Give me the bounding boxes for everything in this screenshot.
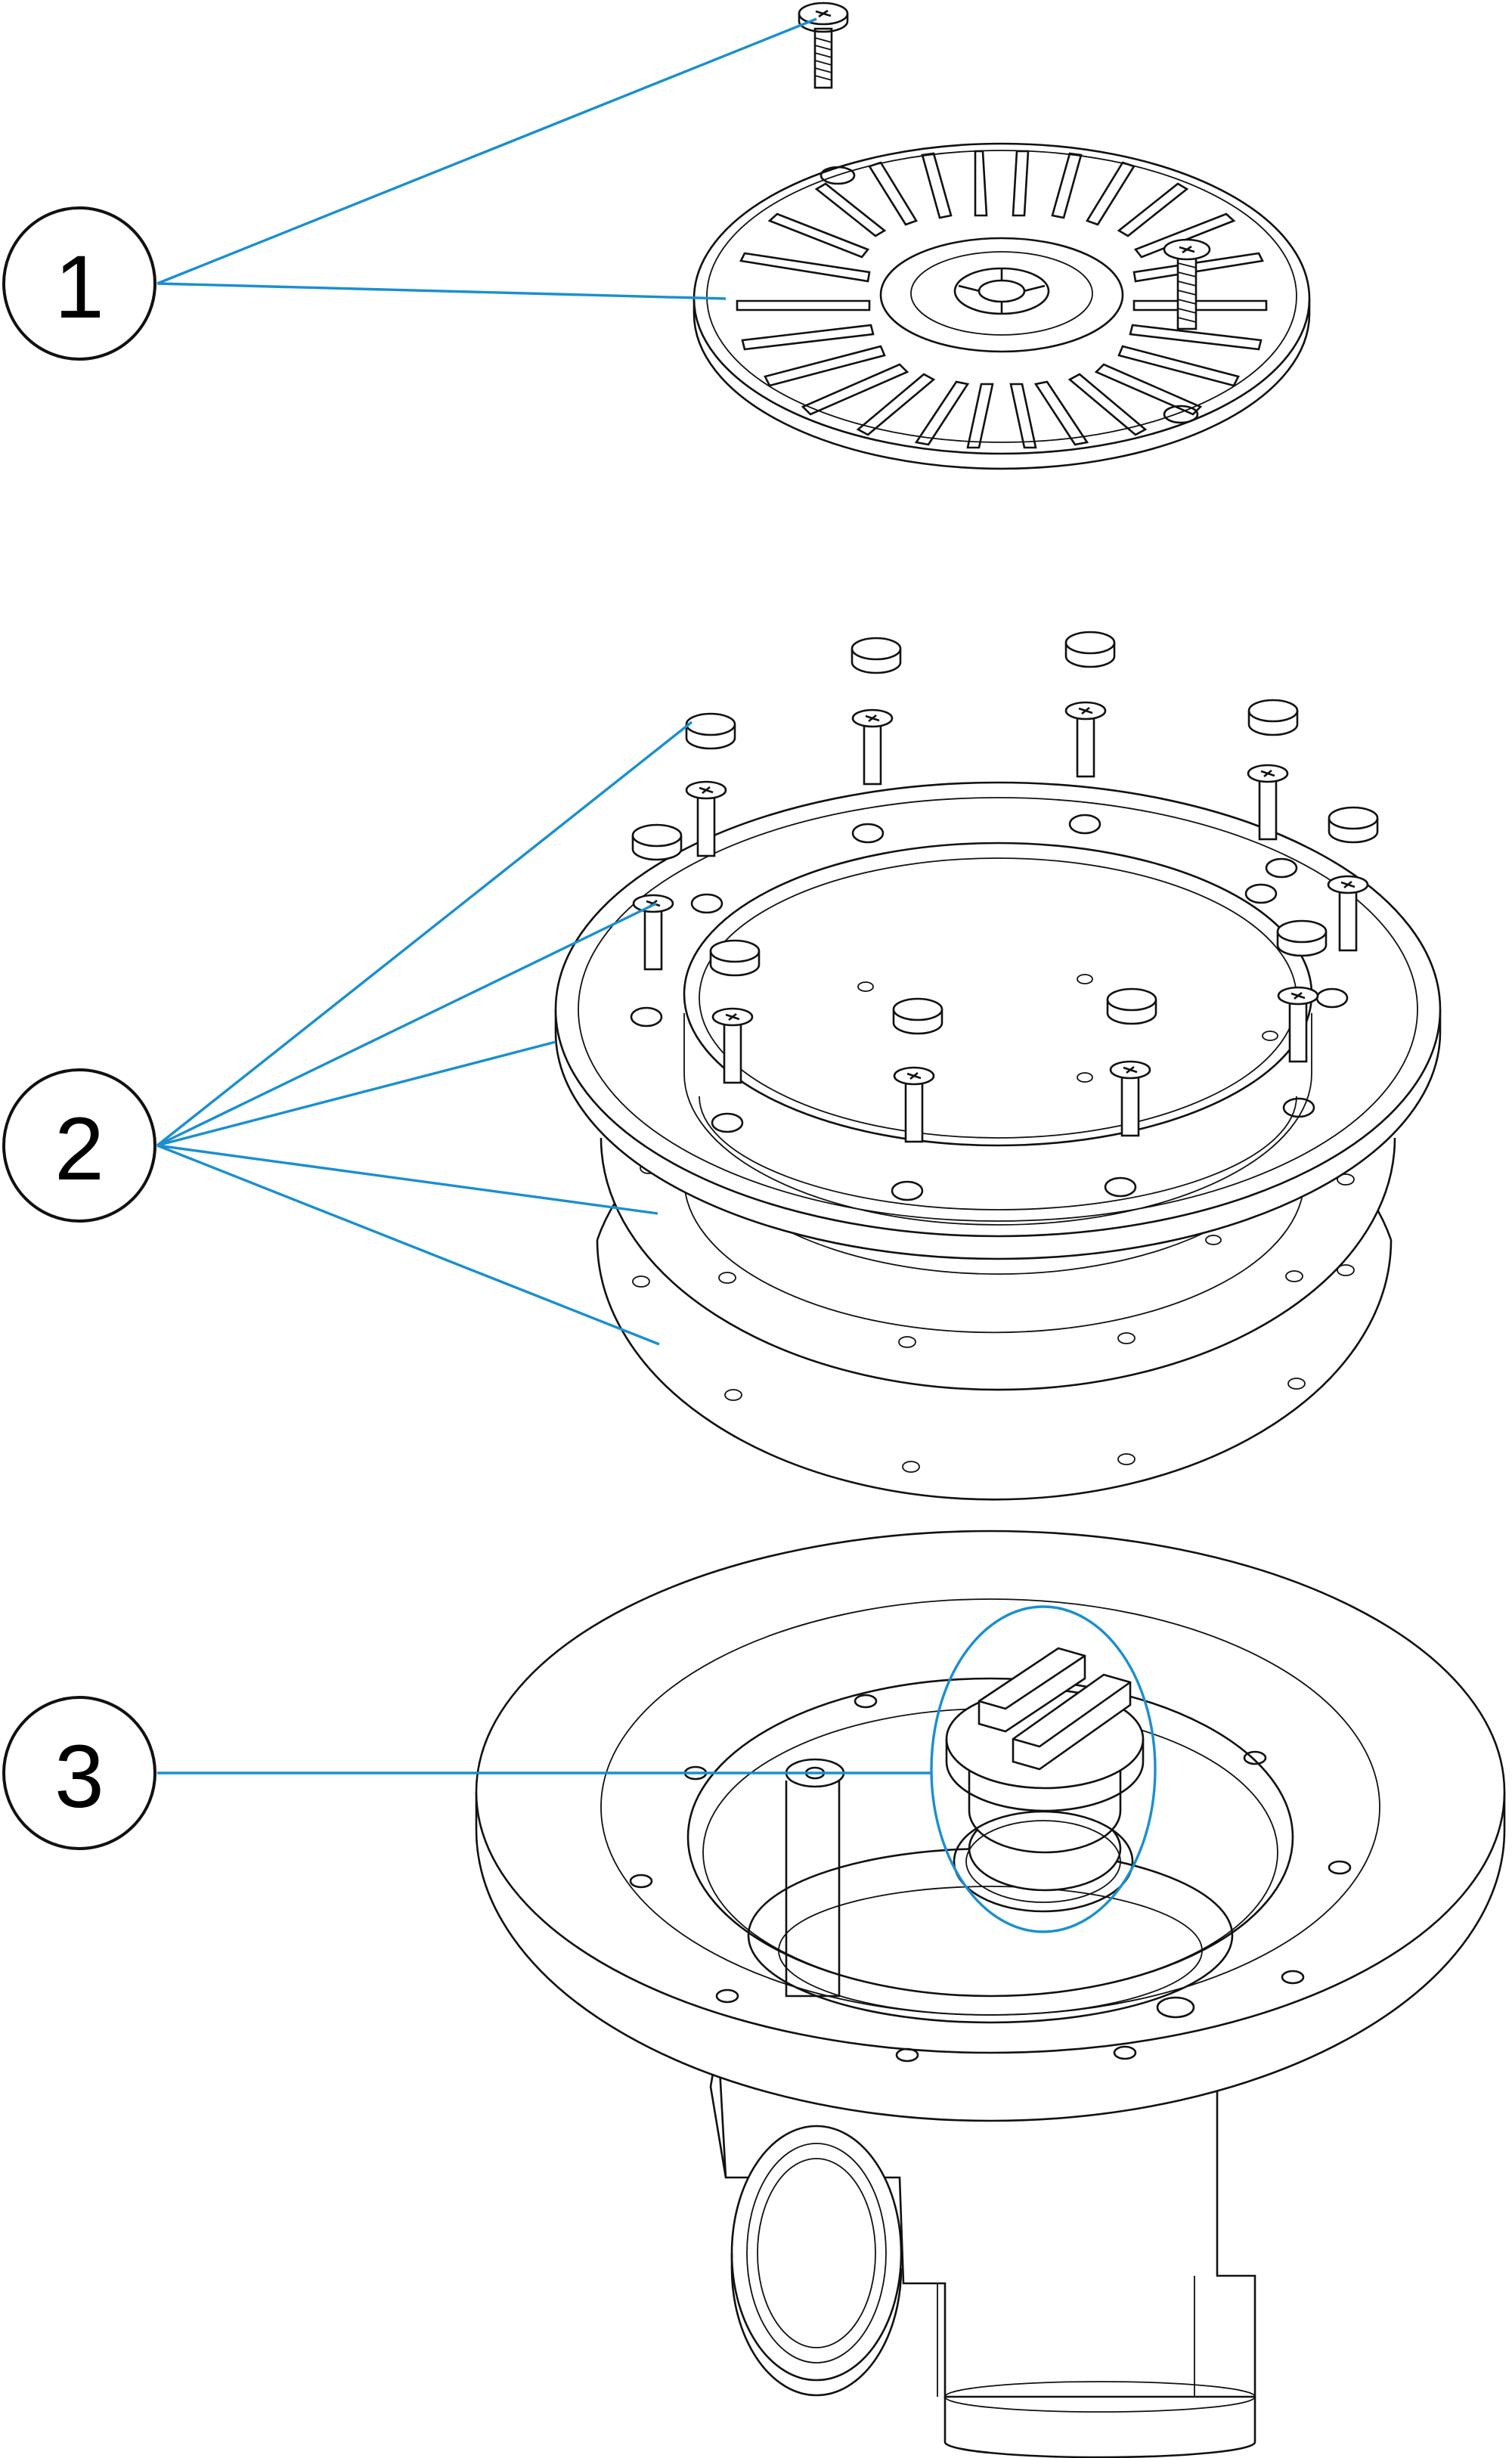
screw-icon	[632, 894, 674, 971]
screw-icon	[1109, 1060, 1151, 1137]
cap-icon	[850, 637, 902, 674]
screw-icon	[1064, 701, 1107, 778]
cap-icon	[631, 823, 683, 861]
screw-icon	[893, 1066, 935, 1143]
screw-icon	[1327, 875, 1369, 952]
plug-highlight-ellipse	[930, 1605, 1157, 1933]
leader-1b	[156, 282, 727, 300]
screw-icon	[851, 708, 894, 786]
drain-body-assembly	[475, 1530, 1506, 2458]
cap-icon	[685, 712, 736, 750]
leader-2a	[156, 721, 693, 1147]
drain-plug-icon	[945, 1647, 1145, 1913]
leader-2d	[156, 1144, 658, 1215]
grate-screw-icon	[1163, 238, 1211, 330]
callout-1-label: 1	[54, 237, 104, 337]
grate-plate-icon	[692, 142, 1311, 470]
cap-icon	[1328, 806, 1379, 844]
callout-3: 3	[2, 1696, 156, 1850]
drain-housing-icon	[709, 2041, 1256, 2458]
screw-caps-group	[631, 631, 1379, 1035]
callout-1: 1	[2, 206, 156, 361]
flange-screws-group	[632, 701, 1369, 1143]
cap-icon	[1064, 631, 1116, 668]
callout-2: 2	[2, 1068, 156, 1223]
leader-2b	[156, 902, 657, 1147]
callout-3-circle	[2, 1696, 156, 1850]
callout-1-circle	[2, 206, 156, 361]
screw-icon	[1247, 764, 1289, 841]
cap-icon	[892, 997, 943, 1035]
top-screw-icon	[798, 2, 849, 89]
leader-1a	[156, 17, 817, 285]
callout-3-label: 3	[54, 1727, 104, 1827]
screw-icon	[1277, 986, 1319, 1063]
callout-2-circle	[2, 1068, 156, 1223]
screw-icon	[685, 780, 727, 857]
cap-icon	[1247, 699, 1299, 736]
leader-lines	[156, 17, 931, 1775]
leader-2c	[156, 1040, 556, 1147]
cap-icon	[1276, 919, 1328, 957]
leader-2e	[156, 1144, 660, 1346]
flange-assembly	[554, 631, 1442, 1501]
flange-ring-icon	[554, 781, 1442, 1260]
screw-icon	[711, 1007, 754, 1084]
grate-cover-assembly	[692, 2, 1311, 470]
callout-2-label: 2	[54, 1099, 104, 1199]
cap-icon	[709, 939, 761, 977]
cap-icon	[1106, 987, 1157, 1025]
